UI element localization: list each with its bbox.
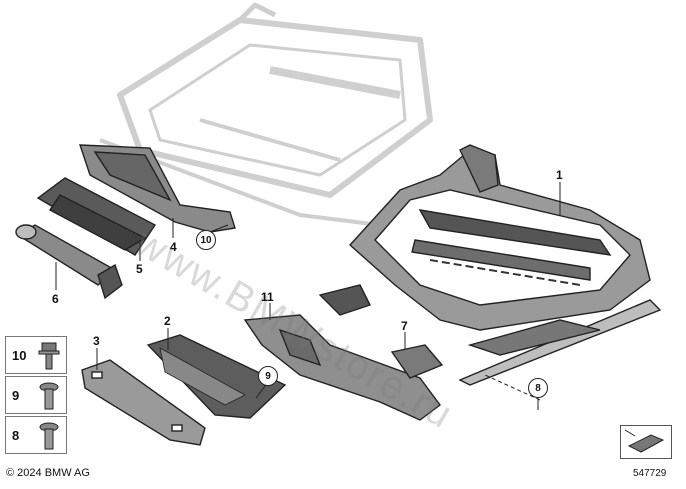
callout-8-circle: 8 (528, 378, 548, 398)
callout-9-circle: 9 (258, 366, 278, 386)
legend-number: 10 (12, 348, 27, 363)
legend-item-screw-9: 9 (5, 376, 67, 414)
arrow-icon (624, 429, 665, 453)
legend-number: 8 (12, 428, 20, 443)
part-2-seat-pan (146, 334, 287, 419)
seat-frame (318, 144, 662, 386)
screw-torx-icon (39, 422, 59, 450)
part-3-rail-plate (81, 359, 206, 446)
callout-2: 2 (164, 314, 171, 328)
callout-3: 3 (93, 334, 100, 348)
callout-5: 5 (136, 262, 143, 276)
leader-lines (55, 182, 561, 410)
copyright-text: © 2024 BMW AG (6, 467, 90, 479)
view-direction-icon (620, 425, 672, 459)
callout-7: 7 (401, 319, 408, 333)
callout-1: 1 (556, 168, 563, 182)
part-6-cylinder (15, 224, 123, 300)
part-7-cover (390, 344, 444, 379)
callout-11: 11 (261, 290, 274, 304)
screw-torx-icon (39, 382, 59, 410)
callout-10-circle: 10 (196, 230, 216, 250)
callout-4: 4 (170, 240, 177, 254)
bolt-hex-flange-icon (38, 342, 60, 370)
legend-number: 9 (12, 388, 20, 403)
part-5-shell (36, 177, 157, 256)
diagram-number: 547729 (633, 468, 667, 479)
part-11-bracket (243, 314, 441, 421)
callout-6: 6 (52, 292, 59, 306)
legend-item-screw-8: 8 (5, 416, 67, 454)
legend-item-bolt: 10 (5, 336, 67, 374)
part-4-cover (79, 144, 236, 233)
